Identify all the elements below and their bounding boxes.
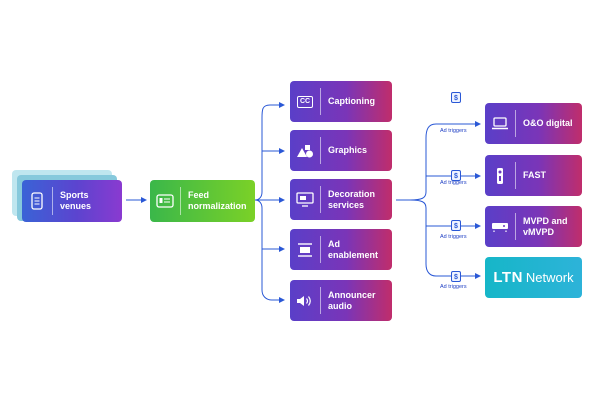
fast-node: FAST xyxy=(485,155,582,196)
divider xyxy=(515,213,516,240)
divider xyxy=(515,162,516,189)
ad-trigger-dollar-icon: $ xyxy=(451,220,461,231)
sports-venues-node: Sports venues xyxy=(22,180,122,222)
ad-triggers-label: Ad triggers xyxy=(440,128,467,134)
divider xyxy=(180,187,181,215)
ad-trigger-dollar-icon: $ xyxy=(451,92,461,103)
ad-triggers-label: Ad triggers xyxy=(440,180,467,186)
captioning-label: Captioning xyxy=(328,96,375,106)
cc-icon: CC xyxy=(290,95,320,108)
ad-trigger-dollar-icon: $ xyxy=(451,271,461,282)
captioning-node: CC Captioning xyxy=(290,81,392,122)
ad-triggers-label: Ad triggers xyxy=(440,284,467,290)
ad-trigger-dollar-icon: $ xyxy=(451,170,461,181)
divider xyxy=(320,186,321,213)
set-top-box-icon xyxy=(485,222,515,232)
feed-card-icon xyxy=(150,194,180,208)
oando-digital-node: O&O digital xyxy=(485,103,582,144)
oando-digital-label: O&O digital xyxy=(523,118,573,128)
divider xyxy=(320,287,321,314)
ad-slot-icon xyxy=(290,242,320,257)
graphics-label: Graphics xyxy=(328,145,368,155)
ad-triggers-label: Ad triggers xyxy=(440,234,467,240)
monitor-icon xyxy=(290,192,320,207)
graphics-node: Graphics xyxy=(290,130,392,171)
sports-venues-label: Sports venues xyxy=(60,190,92,211)
shapes-icon xyxy=(290,144,320,158)
divider xyxy=(320,137,321,164)
fanout-brace-outputs xyxy=(409,123,437,277)
divider xyxy=(320,236,321,263)
fast-label: FAST xyxy=(523,170,547,180)
divider xyxy=(515,110,516,137)
phone-device-icon xyxy=(22,192,52,210)
speaker-icon xyxy=(290,294,320,308)
laptop-icon xyxy=(485,117,515,130)
divider xyxy=(320,88,321,115)
fanout-brace-services xyxy=(254,104,273,301)
divider xyxy=(52,187,53,215)
remote-icon xyxy=(485,167,515,185)
